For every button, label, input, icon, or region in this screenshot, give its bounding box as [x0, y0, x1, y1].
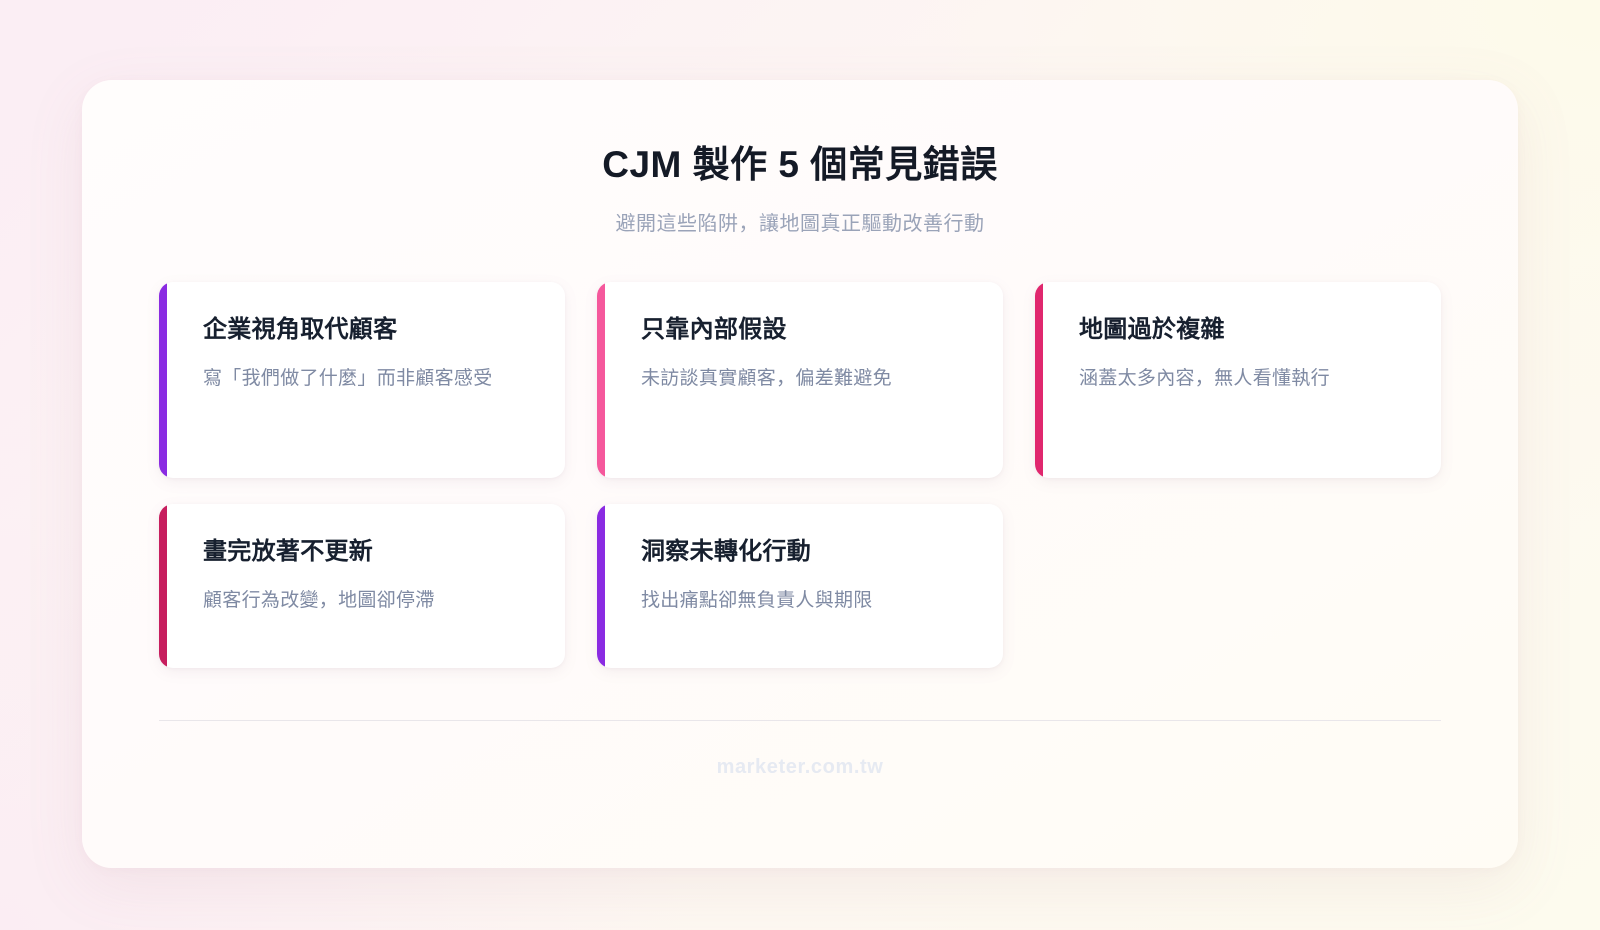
brand-footer: marketer.com.tw [716, 756, 884, 779]
mistake-card-3-title: 地圖過於複雜 [1079, 316, 1225, 344]
mistake-card-grid: 企業視角取代顧客 寫「我們做了什麼」而非顧客感受 只靠內部假設 未訪談真實顧客，… [159, 282, 1441, 669]
mistake-card-2-title: 只靠內部假設 [641, 316, 787, 344]
mistake-card-2-description: 未訪談真實顧客，偏差難避免 [641, 368, 892, 390]
mistake-card-5-title: 洞察未轉化行動 [641, 538, 812, 566]
accent-bar-2 [597, 282, 605, 479]
mistake-card-1-title: 企業視角取代顧客 [203, 316, 398, 344]
mistake-card-4-description: 顧客行為改變，地圖卻停滯 [203, 590, 435, 612]
accent-bar-4 [159, 504, 167, 669]
mistake-card-5-description: 找出痛點卻無負責人與期限 [641, 590, 873, 612]
page-title: CJM 製作 5 個常見錯誤 [602, 144, 998, 185]
mistake-card-4[interactable]: 畫完放著不更新 顧客行為改變，地圖卻停滯 [159, 504, 565, 669]
accent-bar-5 [597, 504, 605, 669]
mistake-card-1[interactable]: 企業視角取代顧客 寫「我們做了什麼」而非顧客感受 [159, 282, 565, 479]
mistake-card-4-title: 畫完放著不更新 [203, 538, 374, 566]
accent-bar-3 [1035, 282, 1043, 479]
mistake-card-5[interactable]: 洞察未轉化行動 找出痛點卻無負責人與期限 [597, 504, 1003, 669]
mistake-card-3[interactable]: 地圖過於複雜 涵蓋太多內容，無人看懂執行 [1035, 282, 1441, 479]
header: CJM 製作 5 個常見錯誤 避開這些陷阱，讓地圖真正驅動改善行動 [82, 80, 1518, 238]
mistake-card-3-description: 涵蓋太多內容，無人看懂執行 [1079, 368, 1330, 390]
footer-divider [159, 720, 1441, 722]
content-panel: CJM 製作 5 個常見錯誤 避開這些陷阱，讓地圖真正驅動改善行動 企業視角取代… [82, 80, 1518, 868]
accent-bar-1 [159, 282, 167, 479]
mistake-card-2[interactable]: 只靠內部假設 未訪談真實顧客，偏差難避免 [597, 282, 1003, 479]
page-subtitle: 避開這些陷阱，讓地圖真正驅動改善行動 [615, 213, 985, 236]
mistake-card-1-description: 寫「我們做了什麼」而非顧客感受 [203, 368, 493, 390]
